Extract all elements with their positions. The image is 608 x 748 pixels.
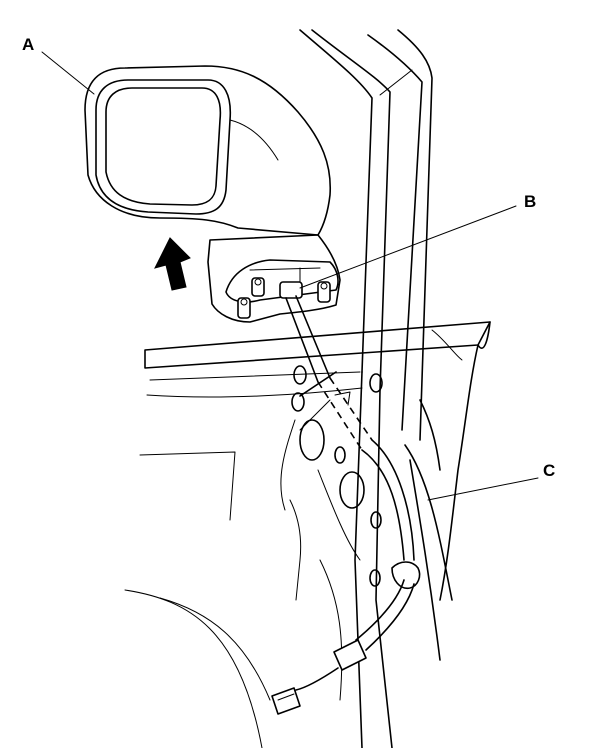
callout-label-a: A <box>22 35 34 54</box>
door-panel <box>124 321 491 748</box>
door-mirror <box>84 65 332 236</box>
callout-label-c: C <box>543 461 555 480</box>
callout-leaders <box>41 51 539 501</box>
door-inner-details <box>280 365 383 601</box>
mirror-base <box>207 234 341 323</box>
door-pillar <box>299 29 433 748</box>
mirror-wire-harness <box>271 295 421 715</box>
callout-label-b: B <box>524 192 536 211</box>
arrow-up-icon <box>154 237 191 291</box>
